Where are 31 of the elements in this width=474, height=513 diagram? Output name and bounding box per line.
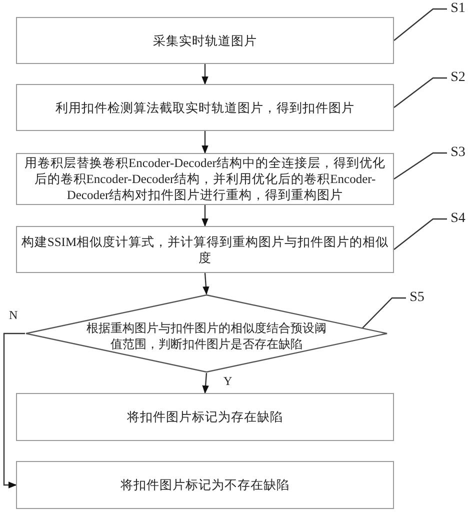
- step-label: S1: [447, 0, 469, 18]
- step-label: S3: [447, 144, 469, 162]
- leader-line: [394, 218, 447, 250]
- step-label: S2: [447, 69, 469, 87]
- leader-line: [394, 152, 447, 180]
- process-box: [16, 226, 394, 273]
- step-text: 将扣件图片标记为存在缺陷: [127, 409, 283, 425]
- leader-line: [394, 77, 447, 108]
- process-box: [16, 17, 394, 64]
- arrow: [202, 272, 210, 295]
- decision-diamond: [25, 294, 388, 373]
- step-text: 用卷积层替换卷积Encoder-Decoder结构中的全连接层，得到优化后的卷积Encoder-Decoder结构，并利用优化后的卷积Encoder-Decoder结构对扣件图片进行重构，得到重构图片: [24, 155, 386, 203]
- step-text: 将扣件图片标记为不存在缺陷: [120, 477, 290, 493]
- arrow: [202, 64, 208, 85]
- process-box: [16, 393, 394, 441]
- step-label: S5: [406, 289, 428, 307]
- step-text: 根据重构图片与扣件图片的相似度结合预设阈值范围，判断扣件图片是否存在缺陷: [86, 320, 328, 352]
- arrow: [202, 205, 208, 227]
- step-text: 采集实时轨道图片: [153, 32, 257, 48]
- leader-line: [394, 8, 447, 41]
- process-box: [16, 84, 394, 131]
- step-text: 构建SSIM相似度计算式，并计算得到重构图片与扣件图片的相似度: [21, 234, 389, 266]
- arrow: [202, 372, 209, 394]
- process-box: [16, 461, 394, 509]
- arrow: [202, 131, 208, 154]
- step-label: S4: [447, 210, 469, 228]
- edge-label: Y: [222, 375, 234, 388]
- leader-line: [362, 297, 406, 328]
- step-text: 利用扣件检测算法截取实时轨道图片，得到扣件图片: [56, 100, 354, 116]
- edge-label: N: [8, 308, 19, 322]
- arrow: [3, 332, 25, 488]
